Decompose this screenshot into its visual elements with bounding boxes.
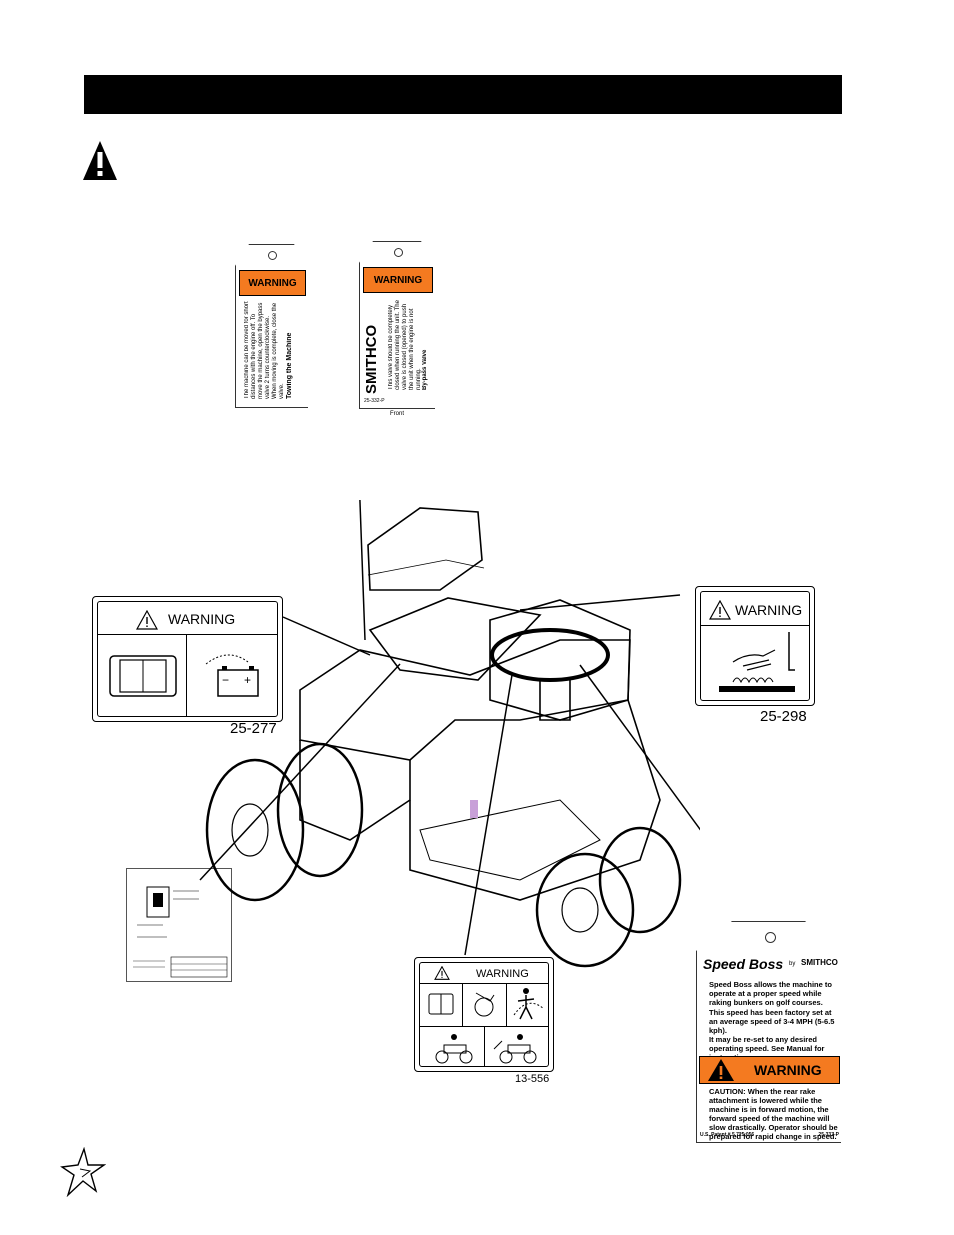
tag-caption: Front bbox=[390, 411, 405, 417]
tag-body-text: The machine can be moved for short dista… bbox=[244, 301, 285, 399]
tag-warning-band: WARNING bbox=[239, 270, 306, 296]
battery-icon: − + bbox=[205, 654, 259, 697]
bypass-valve-warning-tag: WARNING SMITHCO By-pass Valve This valve… bbox=[359, 241, 435, 409]
svg-text:+: + bbox=[244, 673, 251, 687]
rear-wheel-left bbox=[205, 758, 305, 902]
tag-hole bbox=[268, 251, 277, 260]
warning-triangle-icon bbox=[83, 141, 117, 180]
caution-triangle-icon bbox=[709, 600, 731, 620]
brand-logo: SMITHCO bbox=[801, 958, 838, 967]
caution-text: When the rear rake attachment is lowered… bbox=[709, 1087, 838, 1141]
hood bbox=[489, 599, 631, 721]
tag-hole bbox=[765, 932, 776, 943]
speed-boss-paragraph-2: This speed has been factory set at an av… bbox=[709, 1008, 835, 1035]
decal-part-number: 25-298 bbox=[760, 708, 807, 725]
seat-cushion bbox=[368, 597, 542, 681]
tag-hole bbox=[394, 248, 403, 257]
speed-boss-title: Speed Boss bbox=[703, 956, 784, 972]
seat-back bbox=[367, 507, 483, 591]
speed-boss-by: by bbox=[789, 961, 796, 967]
brand-logo: SMITHCO bbox=[363, 324, 380, 394]
decal-part-number: 13-556 bbox=[515, 1073, 550, 1085]
part-number: 25-332-P bbox=[364, 398, 385, 404]
caution-triangle-icon bbox=[136, 610, 158, 630]
manual-book-icon bbox=[109, 655, 177, 697]
adjustment-diagram-decal bbox=[126, 868, 232, 982]
speed-boss-tag: Speed Boss by SMITHCO Speed Boss allows … bbox=[696, 921, 841, 1143]
hot-surface-hand-icon bbox=[719, 632, 795, 692]
callout-leader-lines bbox=[199, 500, 700, 956]
adjustment-diagram bbox=[133, 886, 228, 978]
decal-warning-label: WARNING bbox=[476, 968, 529, 980]
machine-illustration bbox=[199, 500, 700, 968]
part-number: 25-337-P bbox=[818, 1132, 839, 1138]
tag-title: Towing the Machine bbox=[286, 332, 293, 399]
pedal-marker bbox=[470, 800, 478, 818]
rollover-machine-icon bbox=[493, 1034, 537, 1064]
tag-title: By-pass Valve bbox=[422, 349, 428, 390]
front-wheel-left bbox=[535, 852, 635, 968]
decal-warning-label: WARNING bbox=[735, 602, 803, 618]
machine-body bbox=[299, 639, 631, 761]
operator-machine-icon bbox=[435, 1034, 473, 1064]
svg-text:−: − bbox=[222, 673, 229, 687]
decal-frame: WARNING bbox=[419, 962, 549, 1067]
general-warning-decal: WARNING bbox=[414, 957, 554, 1072]
foot-platform bbox=[419, 799, 601, 881]
decal-part-number: 25-277 bbox=[230, 720, 277, 737]
caution-triangle-icon bbox=[434, 966, 450, 980]
steering-wheel bbox=[490, 628, 610, 682]
decal-warning-label: WARNING bbox=[168, 611, 236, 627]
towing-warning-tag: WARNING Towing the Machine The machine c… bbox=[235, 244, 308, 408]
company-star-logo bbox=[60, 1147, 106, 1197]
battery-warning-decal: WARNING − + bbox=[92, 596, 283, 722]
rear-wheel-right bbox=[276, 742, 364, 878]
section-header-bar bbox=[84, 75, 842, 114]
front-wheel-right bbox=[598, 826, 682, 934]
speed-boss-paragraph-1: Speed Boss allows the machine to operate… bbox=[709, 980, 832, 1007]
tag-body-text: This valve should be completely closed w… bbox=[388, 300, 422, 390]
manual-book-icon bbox=[428, 993, 454, 1015]
caution-label: CAUTION: bbox=[709, 1087, 746, 1096]
tag-warning-band: WARNING bbox=[363, 267, 433, 293]
thrown-object-icon bbox=[513, 988, 545, 1020]
warning-triangle-icon bbox=[708, 1059, 734, 1081]
entanglement-icon bbox=[474, 992, 495, 1017]
patent-number: U.S. Patent # 5,725,056 bbox=[700, 1132, 755, 1138]
hot-surface-warning-decal: WARNING bbox=[695, 586, 815, 706]
tag-warning-band: WARNING bbox=[699, 1056, 840, 1084]
decal-frame: WARNING − + bbox=[97, 601, 278, 717]
warning-label: WARNING bbox=[754, 1062, 822, 1078]
steering-column bbox=[539, 680, 571, 721]
speed-boss-caution: CAUTION: When the rear rake attachment i… bbox=[709, 1087, 839, 1141]
decal-frame: WARNING bbox=[700, 591, 810, 701]
